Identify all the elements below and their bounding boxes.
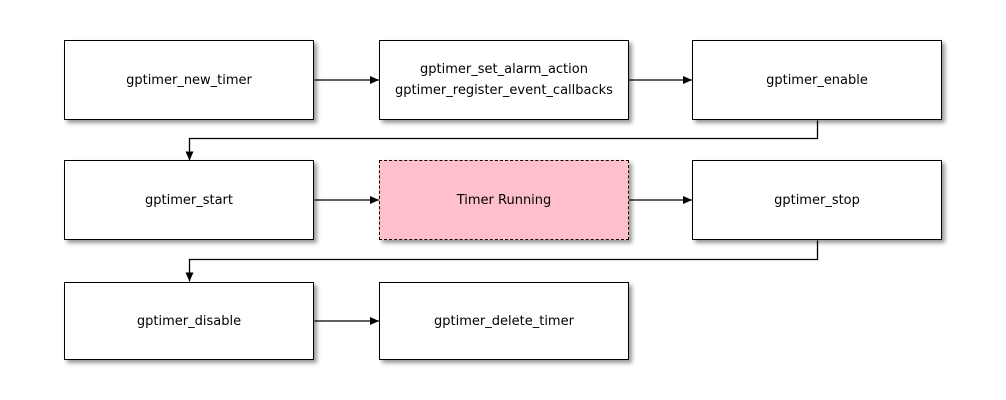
- node-label: Timer Running: [456, 192, 552, 208]
- node-label: gptimer_disable: [136, 313, 242, 329]
- node-label-line1: gptimer_set_alarm_action: [420, 62, 588, 77]
- node-label: gptimer_new_timer: [126, 72, 252, 88]
- node-label: gptimer_delete_timer: [434, 313, 574, 329]
- node-gptimer-disable: gptimer_disable: [64, 282, 314, 360]
- node-gptimer-new-timer: gptimer_new_timer: [64, 40, 314, 120]
- node-gptimer-start: gptimer_start: [64, 160, 314, 240]
- node-gptimer-enable: gptimer_enable: [692, 40, 942, 120]
- node-timer-running: Timer Running: [379, 160, 629, 240]
- node-gptimer-delete-timer: gptimer_delete_timer: [379, 282, 629, 360]
- node-label: gptimer_start: [145, 192, 233, 208]
- node-label-line2: gptimer_register_event_callbacks: [395, 83, 613, 98]
- node-gptimer-config: gptimer_set_alarm_action gptimer_registe…: [379, 40, 629, 120]
- node-label: gptimer_stop: [774, 192, 860, 208]
- node-label: gptimer_enable: [766, 72, 868, 88]
- node-gptimer-stop: gptimer_stop: [692, 160, 942, 240]
- connector-enable-to-start: [185, 120, 819, 161]
- connector-stop-to-disable: [185, 240, 819, 282]
